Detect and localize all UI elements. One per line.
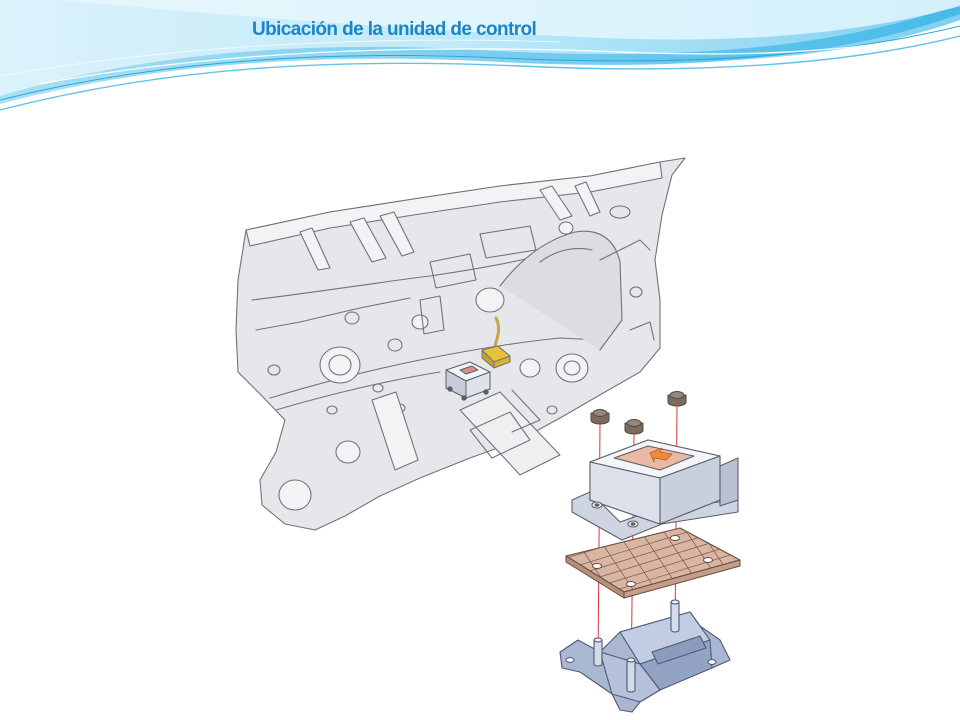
airbag-control-unit bbox=[571, 439, 739, 541]
mounting-nuts bbox=[590, 391, 687, 435]
mounting-nut bbox=[667, 391, 687, 407]
mounting-pad bbox=[565, 527, 741, 599]
harness-connector bbox=[481, 316, 511, 369]
header-wave-decoration bbox=[0, 0, 960, 111]
slide-title: Ubicación de la unidad de control bbox=[252, 19, 537, 40]
mounting-nut bbox=[590, 409, 610, 425]
installed-control-unit bbox=[445, 361, 491, 401]
mounting-bracket bbox=[559, 599, 731, 713]
control-unit-location-diagram bbox=[235, 157, 741, 713]
vehicle-firewall-panel bbox=[235, 157, 686, 531]
mounting-nut bbox=[624, 419, 644, 435]
